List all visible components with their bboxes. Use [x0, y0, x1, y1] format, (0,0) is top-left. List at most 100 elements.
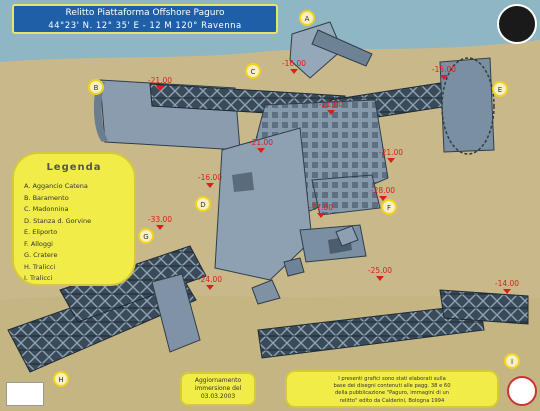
- depth-value: -14.00: [495, 279, 519, 288]
- update-box: Aggiornamento immersione del 03.03.2003: [180, 372, 256, 406]
- depth-triangle-icon: [379, 196, 387, 201]
- depth-triangle-icon: [376, 276, 384, 281]
- depth-triangle-icon: [317, 213, 325, 218]
- marker-circle: [381, 199, 397, 215]
- note-line: della pubblicazione "Paguro, immagini di…: [334, 390, 450, 397]
- marker-circle: [299, 10, 315, 26]
- title-line-1: Relitto Piattaforma Offshore Paguro: [65, 8, 225, 18]
- depth-value: -16.00: [282, 59, 306, 68]
- legend-item: F. Alloggi: [24, 239, 53, 248]
- location-marker-e: E: [492, 81, 508, 97]
- legend-box: Legenda A. Aggancio Catena B. Baramento …: [12, 152, 136, 286]
- depth-value: -27.00: [309, 203, 333, 212]
- marker-letter: H: [58, 376, 63, 384]
- note-line: I presenti grafici sono stati elaborati …: [338, 376, 446, 382]
- marker-circle: [195, 196, 211, 212]
- depth-value: -33.00: [148, 215, 172, 224]
- marker-letter: I: [511, 358, 513, 366]
- club-logo: [497, 4, 537, 44]
- marker-circle: [88, 79, 104, 95]
- depth-label: -21.00: [148, 76, 172, 91]
- marker-letter: B: [94, 84, 99, 92]
- depth-labels: -21.00 -16.00 -15.00 -21.00 -21.00 -21.00 -16.…: [148, 59, 519, 294]
- location-marker-a: A: [299, 10, 315, 26]
- title-box: Relitto Piattaforma Offshore Paguro 44°2…: [12, 4, 278, 34]
- depth-value: -21.00: [148, 76, 172, 85]
- sponsor-logo: [6, 382, 44, 406]
- legend-list: A. Aggancio Catena B. Baramento C. Madon…: [24, 181, 124, 285]
- legend-item: I. Tralicci: [24, 274, 53, 282]
- depth-value: -15.00: [432, 65, 456, 74]
- depth-triangle-icon: [156, 86, 164, 91]
- marker-circle: [53, 371, 69, 387]
- marker-circle: [492, 81, 508, 97]
- update-line-1: Aggiornamento: [194, 377, 242, 384]
- depth-value: -25.00: [368, 266, 392, 275]
- marker-letter: F: [387, 204, 391, 212]
- location-marker-c: C: [245, 63, 261, 79]
- legend-item: C. Madonnina: [24, 205, 69, 213]
- update-date: 03.03.2003: [200, 393, 236, 400]
- lower-right-truss: [257, 289, 529, 359]
- depth-triangle-icon: [387, 158, 395, 163]
- location-marker-b: B: [88, 79, 104, 95]
- source-note-box: I presenti grafici sono stati elaborati …: [285, 370, 499, 408]
- note-line: base dei disegni contenuti alle pagg. 38…: [333, 383, 451, 390]
- depth-label: -14.00: [495, 279, 519, 294]
- marker-circle: [138, 228, 154, 244]
- marker-letter: C: [251, 68, 256, 76]
- location-marker-h: H: [53, 371, 69, 387]
- depth-value: -21.00: [379, 148, 403, 157]
- depth-label: -21.00: [379, 148, 403, 163]
- depth-label: -28.00: [371, 186, 395, 201]
- location-marker-f: F: [381, 199, 397, 215]
- depth-triangle-icon: [257, 148, 265, 153]
- marker-letter: G: [143, 233, 148, 241]
- central-deck-module: [214, 99, 389, 281]
- title-line-2: 44°23' N. 12° 35' E - 12 M 120° Ravenna: [48, 21, 242, 31]
- marker-circle: [245, 63, 261, 79]
- depth-label: -21.00: [319, 100, 343, 115]
- location-markers: A B C D E F G H I: [53, 10, 520, 387]
- depth-value: -24.00: [198, 275, 222, 284]
- depth-triangle-icon: [206, 183, 214, 188]
- depth-value: -16.00: [198, 173, 222, 182]
- marker-circle: [504, 353, 520, 369]
- debris: [251, 225, 359, 305]
- depth-value: -21.00: [319, 100, 343, 109]
- depth-triangle-icon: [156, 225, 164, 230]
- depth-triangle-icon: [327, 110, 335, 115]
- depth-triangle-icon: [503, 289, 511, 294]
- legend-item: H. Tralicci: [24, 262, 56, 271]
- note-line: relitto" edito da Calderini, Bologna 199…: [339, 397, 445, 404]
- depth-value: -28.00: [371, 186, 395, 195]
- depth-label: -15.00: [432, 65, 456, 80]
- legend-item: E. Eliporto: [24, 228, 58, 236]
- marker-letter: D: [200, 201, 205, 209]
- depth-label: -21.00: [249, 138, 273, 153]
- legend-item: G. Cratere: [24, 251, 58, 259]
- marker-letter: E: [498, 86, 502, 94]
- depth-triangle-icon: [440, 75, 448, 80]
- legend-item: A. Aggancio Catena: [24, 182, 88, 190]
- marker-letter: A: [305, 15, 310, 23]
- depth-value: -21.00: [249, 138, 273, 147]
- lower-left-truss: [7, 245, 207, 373]
- depth-label: -25.00: [368, 266, 392, 281]
- chain-hook-structure: [289, 21, 373, 79]
- depth-triangle-icon: [206, 285, 214, 290]
- location-marker-i: I: [504, 353, 520, 369]
- depth-label: -24.00: [198, 275, 222, 290]
- location-marker-d: D: [195, 196, 211, 212]
- depth-label: -16.00: [282, 59, 306, 74]
- depth-label: -16.00: [198, 173, 222, 188]
- legend-heading: Legenda: [46, 162, 102, 173]
- location-marker-g: G: [138, 228, 154, 244]
- depth-triangle-icon: [290, 69, 298, 74]
- depth-label: -27.00: [309, 203, 333, 218]
- update-line-2: immersione del: [194, 385, 242, 392]
- diving-logo: [507, 376, 537, 406]
- legend-item: D. Stanza d. Gorvine: [24, 216, 92, 225]
- depth-label: -33.00: [148, 215, 172, 230]
